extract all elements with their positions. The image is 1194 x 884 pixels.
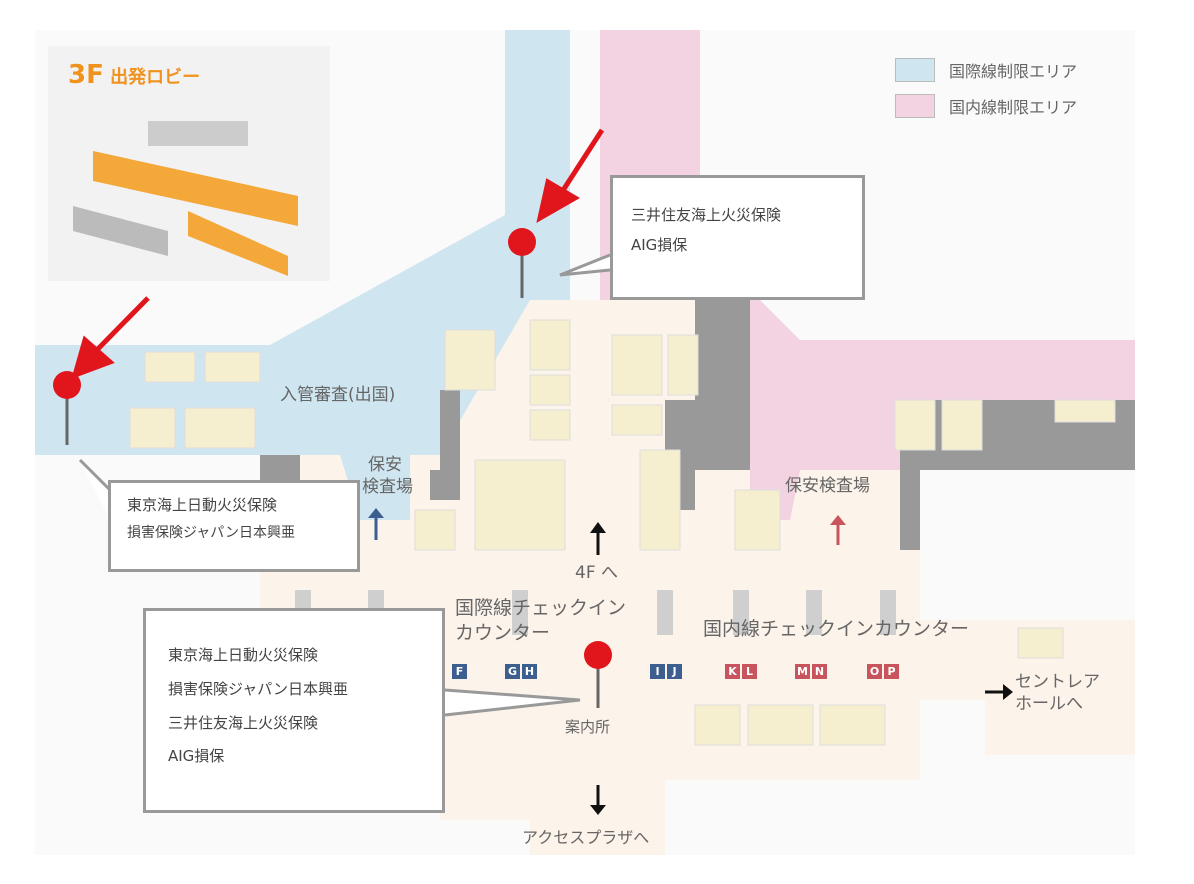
intl-checkin-label-2: カウンター bbox=[455, 622, 551, 644]
legend: 国際線制限エリア 国内線制限エリア bbox=[895, 58, 1077, 130]
info-desk-label: 案内所 bbox=[565, 718, 611, 736]
centrair-hall-label-2: ホールへ bbox=[1015, 694, 1083, 714]
legend-item-international: 国際線制限エリア bbox=[895, 58, 1077, 82]
security-right-label: 保安検査場 bbox=[785, 476, 870, 496]
intl-checkin-label-1: 国際線チェックイン bbox=[455, 597, 627, 619]
access-plaza-label: アクセスプラザへ bbox=[522, 828, 650, 847]
immigration-label: 入管審査(出国) bbox=[280, 385, 396, 405]
dom-checkin-label: 国内線チェックインカウンター bbox=[703, 618, 970, 640]
callout-top-right: 三井住友海上火災保険 AIG損保 bbox=[610, 175, 865, 300]
callout-left: 東京海上日動火災保険 損害保険ジャパン日本興亜 bbox=[108, 480, 360, 572]
domestic-area bbox=[600, 30, 1135, 520]
terminal-3d-icon bbox=[73, 121, 298, 276]
security-left-label-1: 保安 bbox=[368, 455, 402, 475]
legend-item-domestic: 国内線制限エリア bbox=[895, 94, 1077, 118]
floor-number: 3F bbox=[68, 60, 104, 90]
international-area bbox=[35, 30, 570, 520]
to-4f-label: 4F へ bbox=[575, 563, 618, 583]
legend-swatch bbox=[895, 58, 935, 82]
floor-title: 出発ロビー bbox=[110, 67, 201, 88]
floor-inset: 3F 出発ロビー bbox=[48, 46, 330, 281]
callout-bottom: 東京海上日動火災保険 損害保険ジャパン日本興亜 三井住友海上火災保険 AIG損保 bbox=[143, 608, 445, 813]
legend-swatch bbox=[895, 94, 935, 118]
centrair-hall-label-1: セントレア bbox=[1015, 672, 1100, 692]
pin-icon bbox=[53, 228, 612, 708]
security-left-label-2: 検査場 bbox=[362, 477, 413, 497]
public-area bbox=[260, 300, 1135, 855]
counter-badge-f: F bbox=[452, 664, 467, 679]
